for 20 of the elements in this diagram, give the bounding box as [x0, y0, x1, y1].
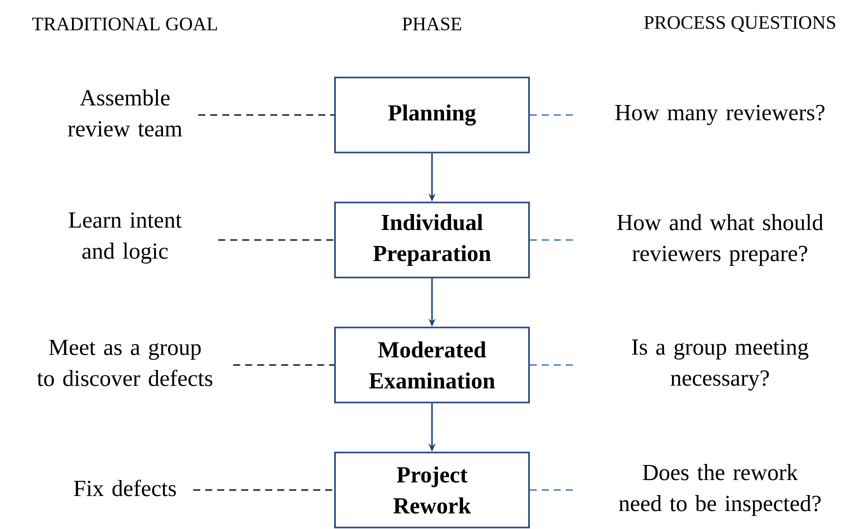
phase-box: Planning: [334, 76, 530, 154]
column-header: TRADITIONAL GOAL: [32, 18, 217, 30]
phase-box: Individual Preparation: [334, 202, 530, 278]
dashed-connector: [233, 364, 334, 366]
phase-box: Project Rework: [334, 452, 530, 528]
goal-text: Fix defects: [74, 480, 176, 496]
dashed-connector: [530, 489, 575, 491]
dashed-connector: [193, 489, 334, 491]
column-header: PROCESS QUESTIONS: [644, 16, 836, 32]
dashed-connector: [198, 114, 334, 116]
question-text: How many reviewers?: [615, 104, 824, 126]
question-text: Is a group meeting necessary?: [632, 339, 808, 391]
goal-text: Learn intent and logic: [68, 212, 182, 264]
goal-text: Meet as a group to discover defects: [37, 340, 212, 386]
dashed-connector: [218, 239, 334, 241]
question-text: Does the rework need to be inspected?: [619, 464, 821, 516]
question-text: How and what should reviewers prepare?: [617, 214, 824, 266]
column-header: PHASE: [402, 18, 462, 30]
phase-box: Moderated Examination: [334, 326, 530, 404]
goal-text: Assemble review team: [68, 89, 182, 137]
